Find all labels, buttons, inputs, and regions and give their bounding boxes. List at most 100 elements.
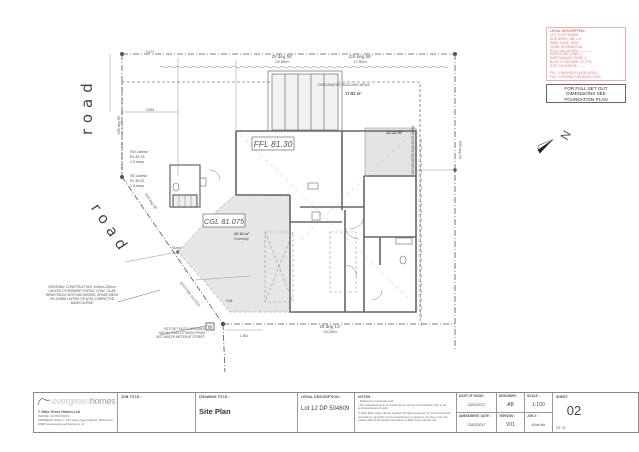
notes-body: - Subject to council approval - All meas… <box>358 399 453 423</box>
legal-ffl: FFL - FINISHED FLOOR LEVEL <box>550 71 598 76</box>
legal-line: ZONE: RESIDENTIAL <box>550 44 583 49</box>
dim-bottom-small: 1.861 <box>240 334 249 338</box>
driveway-label: Driveway <box>234 237 249 241</box>
sw-lateral-2: RL 80.78 <box>130 155 144 159</box>
designer: AB <box>507 402 514 408</box>
drawing-title-label: DRAWING TITLE : <box>199 395 230 399</box>
ss-lateral-1: SS Lateral <box>130 174 147 178</box>
ss-lateral-3: 1.5 deep <box>130 184 144 188</box>
legal-line: BLDG COVERAGE: 37.27% <box>550 60 592 65</box>
title-block: evergreenhomes © Mike Greer Homes Ltd PH… <box>33 392 639 433</box>
amendment-date-label: AMENDMENT DATE : <box>459 413 491 418</box>
sw-lateral-3: 1.5 deep <box>130 160 144 164</box>
company-brand: evergreenhomes <box>52 396 116 406</box>
legal-line: LOT 12 DP 504609 <box>550 32 579 37</box>
drawing-title-cell: DRAWING TITLE : Site Plan <box>196 393 298 432</box>
scale-label: SCALE : <box>527 394 540 398</box>
boundary-top-right-length: 17.50m <box>353 59 367 64</box>
deck-area-label: 17.82 m² <box>345 91 362 96</box>
date-of-issue-label: DATE OF ISSUE : <box>459 394 486 398</box>
ss-lateral-2: RL 80.61 <box>130 179 144 183</box>
legal-description-value: Lot 12 DP 504609 <box>301 406 350 412</box>
driveway-area-label: 26.16 m² <box>234 232 250 236</box>
sheet-cell: SHEET 02 OF 22 <box>553 393 595 432</box>
legal-line: SITE COVERAGE: ------ <box>550 64 586 69</box>
road-label-top: road <box>78 77 96 135</box>
designer-cell: DESIGNER : AB <box>497 393 525 413</box>
property-boundary <box>121 53 456 373</box>
sw-lateral-1: SW Lateral <box>130 150 148 154</box>
contact-phone: PHONE: (03) 834 0373 <box>38 414 70 418</box>
fall-label: Fall <box>226 298 233 303</box>
water-meter-label: W <box>208 325 213 331</box>
boundary-left-bearing: 295 deg 56' <box>117 115 121 134</box>
note-line: © 2016 Mike Greer Homes Limited. All rig… <box>358 411 451 422</box>
date-of-issue: 23/02/2017 <box>467 403 486 407</box>
boundary-bottom-length: 15.25m <box>323 329 337 334</box>
job-title-cell: JOB TITLE : <box>118 393 196 432</box>
dim-mid: 3.894 <box>146 108 155 112</box>
legal-line: EXPOSURE ZONE: C <box>550 52 583 57</box>
boundary-top-left-bearing: 25 deg 56' <box>272 54 293 59</box>
job-number: #Job No <box>531 422 546 427</box>
version-cell: VERSION : V01 <box>497 412 525 432</box>
fence-line <box>159 65 449 69</box>
house-outline <box>235 130 417 313</box>
roof-logo-icon <box>37 398 51 406</box>
legal-line: WIND ZONE: HIGH <box>550 40 579 45</box>
legal-line: ROLL VALUATION: ------------ <box>550 48 593 53</box>
company-logo-cell: evergreenhomes © Mike Greer Homes Ltd PH… <box>34 393 118 432</box>
site-setout-note: SITE SET OUT & ASSUMED DATUM: RL81.15 TA… <box>156 327 205 339</box>
leader-lines <box>117 289 211 336</box>
existing-access-label: EXISTING ACCESS <box>179 281 201 308</box>
boundary-top-left-length: 25.59m <box>275 59 289 64</box>
scale: 1:100 <box>532 402 545 408</box>
dimension-lines <box>109 54 455 331</box>
dim-top: 3.471 <box>146 50 155 54</box>
sump-label: Sump <box>172 246 181 250</box>
note-line: - All measurements to be confirmed on si… <box>358 402 447 410</box>
version-label: VERSION : <box>499 413 516 418</box>
boundary-right-bearing: 295 deg 13' <box>458 141 462 160</box>
ffl-label: FFL 81.30 <box>254 139 293 149</box>
legal-box-title: LEGAL DESCRIPTION <box>550 29 585 33</box>
designer-label: DESIGNER : <box>499 394 518 398</box>
roof-lines <box>239 134 411 301</box>
full-setout-line: FOR FULL SET OUT <box>564 86 608 91</box>
drawing-title: Site Plan <box>199 407 231 416</box>
amendment-date: 23/02/2017 <box>467 422 486 427</box>
designated-building-area-label: DESIGNATED BUILDING AREA <box>318 83 370 87</box>
scale-cell: SCALE : 1:100 <box>525 393 553 413</box>
version: V01 <box>506 421 515 428</box>
sheet-total: OF 22 <box>556 426 566 430</box>
boundary-diag-bearing: 324 deg 48' <box>144 193 158 211</box>
sheet-label: SHEET <box>556 395 568 399</box>
door-swings <box>209 169 383 301</box>
driveway-construction-note: DRIVEWAY CONSTRUCTION: 100mm-200mm UNLES… <box>45 285 119 305</box>
legal-description-cell: LEGAL DESCRIPTION : Lot 12 DP 504609 <box>298 393 355 432</box>
legal-line: SITE AREA: 436.1 m² <box>550 36 582 41</box>
notes-cell: NOTES : - Subject to council approval - … <box>355 393 457 432</box>
north-arrow-icon <box>537 139 554 154</box>
cgl-box <box>202 213 246 228</box>
north-label: N <box>557 128 573 143</box>
full-setout-line: DIMENSIONS SEE <box>566 91 606 97</box>
company-contact: PHONE: (03) 834 0373 ADDRESS: Shop 2, 2/… <box>38 414 113 426</box>
fixtures <box>199 177 413 265</box>
legal-line: EARTHQUAKE ZONE: 2 <box>550 56 587 61</box>
boundary-bottom-bearing: 25 deg 13' <box>320 324 341 329</box>
designated-building-area <box>121 81 421 320</box>
meta-grid: DATE OF ISSUE : 23/02/2017 DESIGNER : AB… <box>457 393 553 432</box>
sheet-number: 02 <box>566 403 582 418</box>
contact-address: ADDRESS: Shop 2, 2/2 Lower Queen Street,… <box>38 417 113 422</box>
patio-area <box>364 127 417 177</box>
legal-description-label: LEGAL DESCRIPTION : <box>301 395 341 399</box>
bathroom-left <box>169 164 201 208</box>
job-number-cell: JOB # : #Job No <box>525 412 553 432</box>
designated-building-area-side: DESIGNATED BUILDING AREA <box>411 125 415 174</box>
job-number-label: JOB # : <box>527 413 539 418</box>
boundary-top-right-bearing: 115 deg 56' <box>348 54 371 59</box>
garage-door <box>264 231 357 303</box>
patio-area-label: 12.11 m² <box>386 130 403 135</box>
